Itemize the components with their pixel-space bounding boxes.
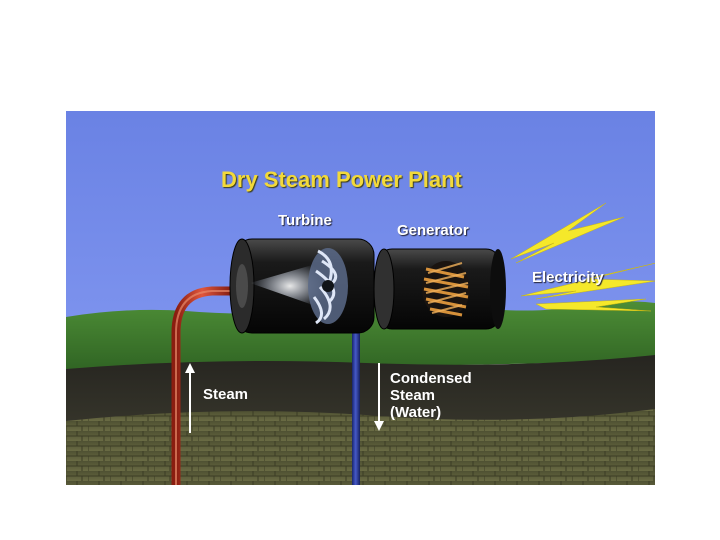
generator-coil (422, 261, 470, 317)
steam-up-arrow (185, 363, 195, 433)
grass-hills (66, 301, 655, 373)
generator-label: Generator (397, 222, 469, 239)
condensed-steam-label: Condensed Steam (Water) (390, 370, 472, 421)
generator (373, 248, 506, 330)
water-pipe (352, 325, 360, 485)
turbine-label: Turbine (278, 212, 332, 229)
dry-steam-power-plant-diagram: Dry Steam Power Plant Turbine Generator … (66, 111, 655, 485)
scene-graphic (66, 111, 655, 485)
turbine (229, 238, 375, 334)
electricity-label: Electricity (532, 269, 604, 286)
turbine-blades (308, 248, 348, 325)
steam-label: Steam (203, 386, 249, 403)
rock-layer (66, 409, 655, 485)
lightning-bolts (510, 202, 655, 312)
soil-layer (66, 355, 655, 423)
diagram-title: Dry Steam Power Plant (221, 167, 462, 192)
condensed-down-arrow (374, 363, 384, 431)
